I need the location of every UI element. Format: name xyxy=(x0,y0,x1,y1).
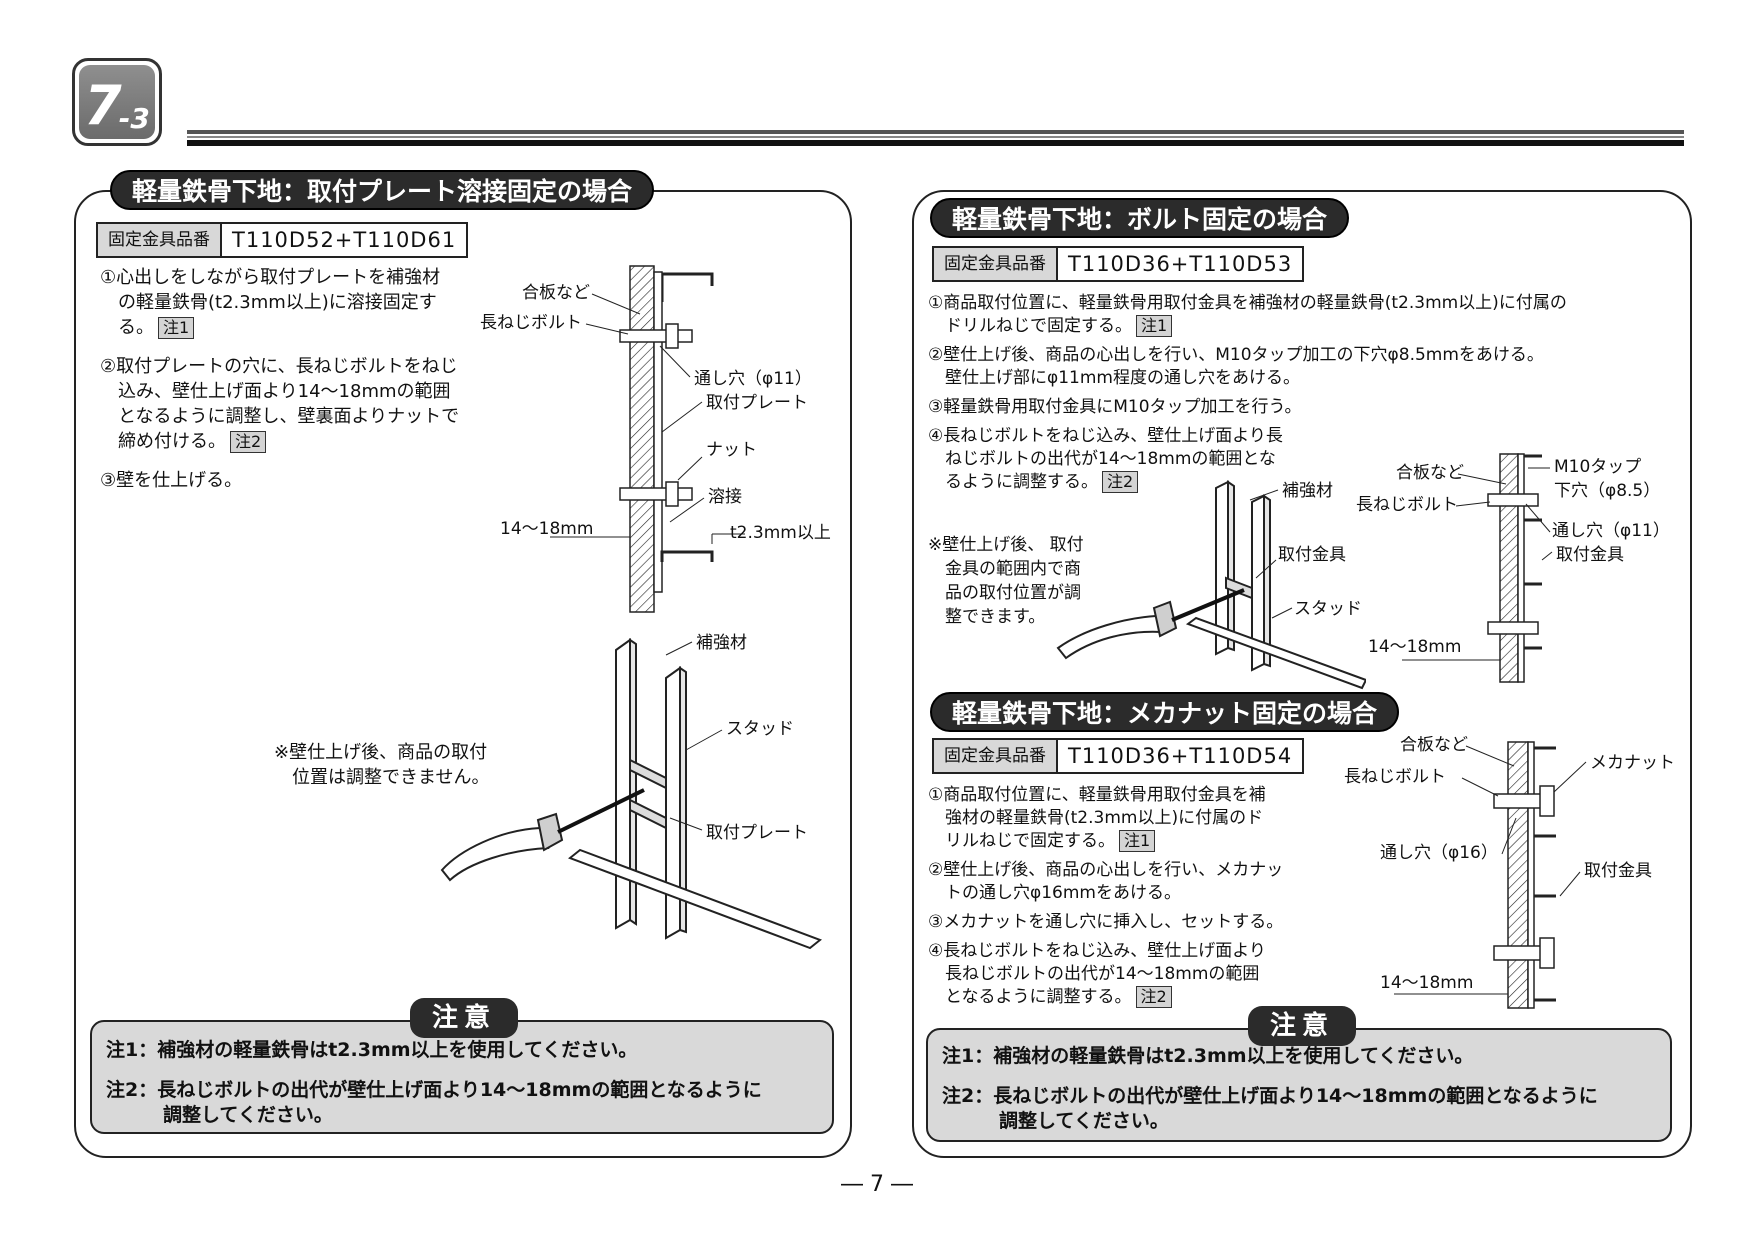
step-item: ①心出しをしながら取付プレートを補強材 の軽量鉄骨(t2.3mm以上)に溶接固定… xyxy=(100,267,441,339)
label-mounting-plate: 取付プレート xyxy=(706,823,808,843)
label-mounting-plate: 取付プレート xyxy=(706,393,808,413)
note-ref: 注2 xyxy=(1135,986,1172,1008)
section-number: 7 xyxy=(84,74,122,137)
label-m10-tap: M10タップ xyxy=(1554,457,1641,477)
label-through-hole: 通し穴（φ11） xyxy=(1552,521,1670,541)
label-bracket: 取付金具 xyxy=(1278,545,1346,565)
label-plywood: 合板など xyxy=(1396,463,1464,483)
note-ref: 注1 xyxy=(158,317,195,339)
note-ref: 注1 xyxy=(1136,315,1173,337)
label-plywood: 合板など xyxy=(1400,736,1468,755)
left-panel-title: 軽量鉄骨下地：取付プレート溶接固定の場合 xyxy=(110,170,655,210)
label-through-hole: 通し穴（φ16） xyxy=(1380,843,1498,863)
step-item: ①商品取付位置に、軽量鉄骨用取付金具を補 強材の軽量鉄骨(t2.3mm以上)に付… xyxy=(928,785,1266,852)
bolt-section-diagram: 合板など M10タップ 下穴（φ8.5） 長ねじボルト 通し穴（φ11） 取付金… xyxy=(1356,453,1670,683)
caution-note-2: 注2：長ねじボルトの出代が壁仕上げ面より14～18mmの範囲となるように 調整し… xyxy=(106,1079,762,1126)
label-reinforcement: 補強材 xyxy=(696,633,747,653)
step-item: ③メカナットを通し穴に挿入し、セットする。 xyxy=(928,912,1284,932)
label-plywood: 合板など xyxy=(522,283,590,303)
bolt-iso-diagram: 補強材 取付金具 スタッド xyxy=(1056,480,1366,690)
welded-plate-section-diagram: 合板など 長ねじボルト 通し穴（φ11） 取付プレート ナット 溶接 14～18… xyxy=(480,265,831,613)
bolt-section-title: 軽量鉄骨下地：ボルト固定の場合 xyxy=(930,198,1350,238)
section-subnumber: -3 xyxy=(118,102,150,135)
label-stud: スタッド xyxy=(1294,599,1362,619)
caution-note-1: 注1：補強材の軽量鉄骨はt2.3mm以上を使用してください。 xyxy=(106,1039,638,1061)
note-ref: 注1 xyxy=(1119,830,1156,852)
section-badge: 7 -3 xyxy=(72,58,162,146)
caution-note-2: 注2：長ねじボルトの出代が壁仕上げ面より14～18mmの範囲となるように 調整し… xyxy=(942,1085,1598,1132)
label-long-bolt: 長ねじボルト xyxy=(1344,767,1446,787)
left-remark: ※壁仕上げ後、商品の取付 位置は調整できません。 xyxy=(274,742,490,788)
label-reinforcement: 補強材 xyxy=(1282,481,1333,501)
label-range: 14～18mm xyxy=(500,519,593,539)
right-caution-title: 注意 xyxy=(1248,1006,1357,1046)
nut-steps: ①商品取付位置に、軽量鉄骨用取付金具を補 強材の軽量鉄骨(t2.3mm以上)に付… xyxy=(928,784,1348,1015)
mecha-nut-section-diagram: 合板など メカナット 長ねじボルト 通し穴（φ16） 取付金具 14～18mm xyxy=(1344,736,1675,1009)
step-item: ③軽量鉄骨用取付金具にM10タップ加工を行う。 xyxy=(928,397,1302,417)
label-long-bolt: 長ねじボルト xyxy=(1356,495,1458,515)
part-code-value: T110D36+T110D54 xyxy=(1068,744,1293,768)
step-item: ②壁仕上げ後、商品の心出しを行い、M10タップ加工の下穴φ8.5mmをあける。 … xyxy=(928,345,1544,388)
label-weld: 溶接 xyxy=(708,487,742,507)
label-long-bolt: 長ねじボルト xyxy=(480,313,582,333)
page-number: ― 7 ― xyxy=(841,1172,913,1197)
part-code-label: 固定金具品番 xyxy=(934,248,1058,280)
part-code-label: 固定金具品番 xyxy=(934,740,1058,772)
panel-bolt-and-nut xyxy=(912,190,1692,1158)
note-ref: 注2 xyxy=(1102,471,1139,493)
left-part-code: 固定金具品番 T110D52+T110D61 xyxy=(96,222,469,258)
left-caution-title: 注意 xyxy=(410,998,519,1038)
nut-part-code: 固定金具品番 T110D36+T110D54 xyxy=(932,738,1305,774)
step-item: ④長ねじボルトをねじ込み、壁仕上げ面より 長ねじボルトの出代が14～18mmの範… xyxy=(928,941,1266,1008)
label-bracket: 取付金具 xyxy=(1584,861,1652,881)
bolt-part-code: 固定金具品番 T110D36+T110D53 xyxy=(932,246,1305,282)
right-caution-box: 注1：補強材の軽量鉄骨はt2.3mm以上を使用してください。 注2：長ねじボルト… xyxy=(926,1028,1672,1142)
caution-note-1: 注1：補強材の軽量鉄骨はt2.3mm以上を使用してください。 xyxy=(942,1045,1474,1067)
label-thickness: t2.3mm以上 xyxy=(730,523,831,543)
part-code-value: T110D52+T110D61 xyxy=(232,228,457,252)
label-bracket: 取付金具 xyxy=(1556,545,1624,565)
label-nut: ナット xyxy=(706,440,757,460)
label-stud: スタッド xyxy=(726,719,794,739)
header-rule xyxy=(187,130,1684,148)
label-through-hole: 通し穴（φ11） xyxy=(694,369,812,389)
step-item: ③壁を仕上げる。 xyxy=(100,470,243,491)
part-code-value: T110D36+T110D53 xyxy=(1068,252,1293,276)
step-item: ①商品取付位置に、軽量鉄骨用取付金具を補強材の軽量鉄骨(t2.3mm以上)に付属… xyxy=(928,293,1567,337)
bolt-remark: ※壁仕上げ後、 取付 金具の範囲内で商 品の取付位置が調 整できます。 xyxy=(928,535,1084,627)
label-range: 14～18mm xyxy=(1380,973,1473,993)
step-item: ②取付プレートの穴に、長ねじボルトをねじ 込み、壁仕上げ面より14～18mmの範… xyxy=(100,356,460,453)
step-item: ④長ねじボルトをねじ込み、壁仕上げ面より長 ねじボルトの出代が14～18mmの範… xyxy=(928,426,1283,493)
note-ref: 注2 xyxy=(230,431,267,453)
welded-plate-iso-diagram: 補強材 スタッド 取付プレート xyxy=(440,633,822,950)
left-caution-box: 注1：補強材の軽量鉄骨はt2.3mm以上を使用してください。 注2：長ねじボルト… xyxy=(90,1020,834,1134)
left-steps: ①心出しをしながら取付プレートを補強材 の軽量鉄骨(t2.3mm以上)に溶接固定… xyxy=(100,265,480,507)
step-item: ②壁仕上げ後、商品の心出しを行い、メカナッ トの通し穴φ16mmをあける。 xyxy=(928,860,1284,903)
nut-section-title: 軽量鉄骨下地：メカナット固定の場合 xyxy=(930,692,1400,732)
part-code-label: 固定金具品番 xyxy=(98,224,222,256)
label-mecha-nut: メカナット xyxy=(1590,753,1675,773)
label-pilot-hole: 下穴（φ8.5） xyxy=(1554,481,1660,501)
bolt-steps: ①商品取付位置に、軽量鉄骨用取付金具を補強材の軽量鉄骨(t2.3mm以上)に付属… xyxy=(928,292,1678,500)
label-range: 14～18mm xyxy=(1368,637,1461,657)
